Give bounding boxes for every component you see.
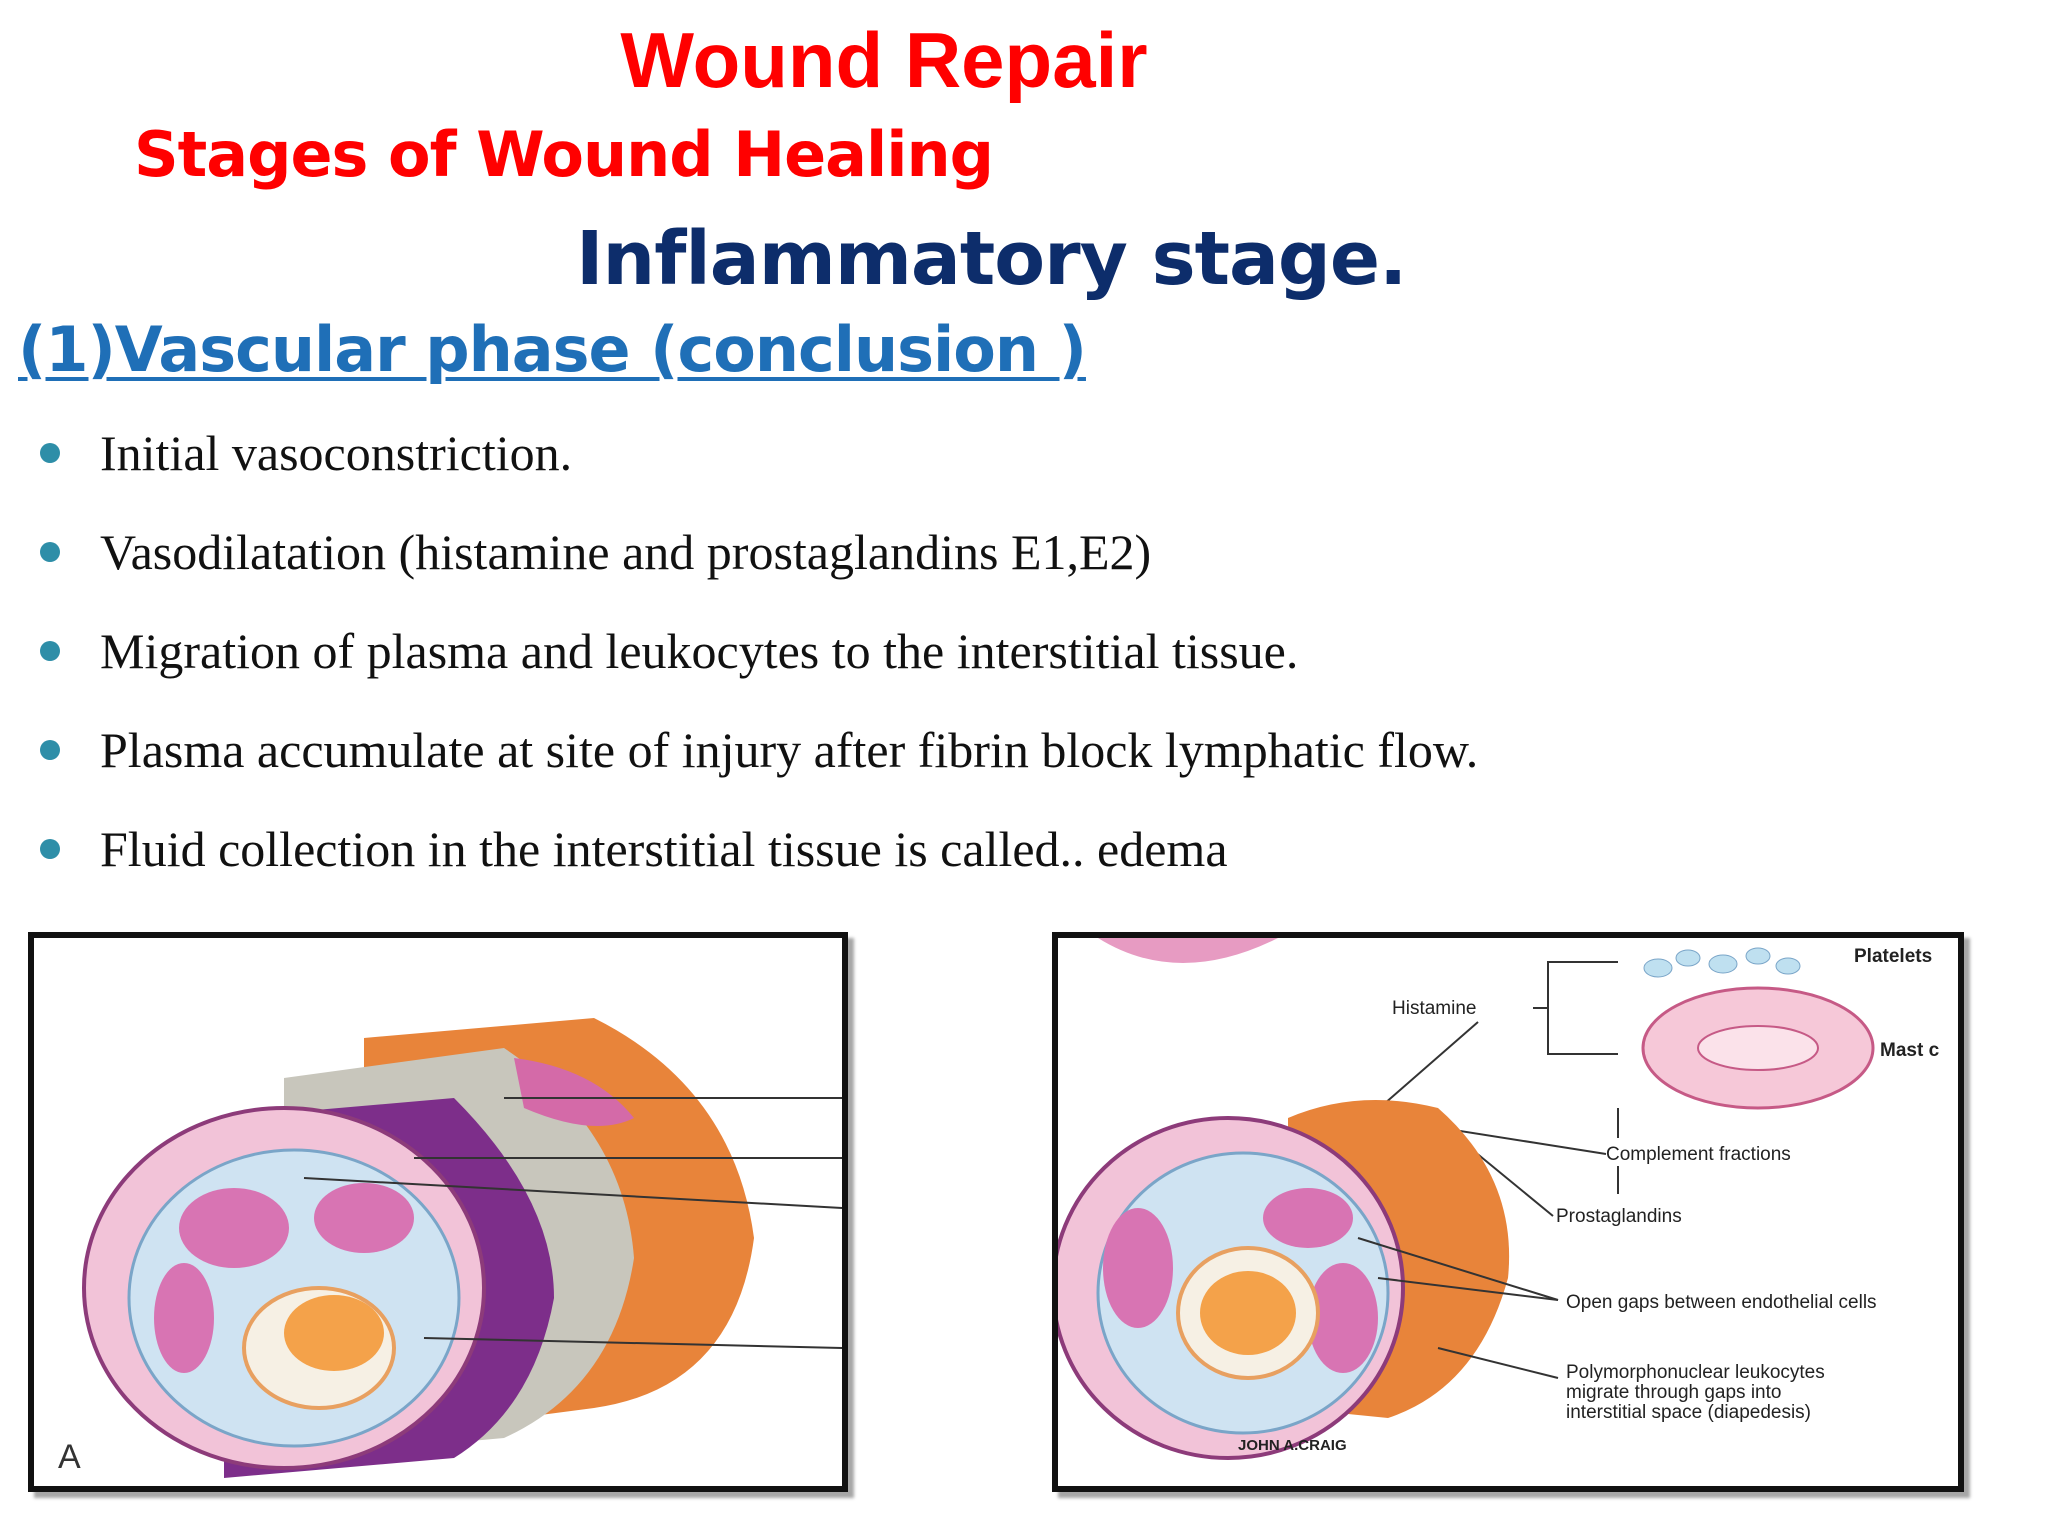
bullet-dot-icon xyxy=(40,443,60,463)
pointer-line xyxy=(1437,1347,1559,1379)
label-pmn-line-1: Polymorphonuclear leukocytes xyxy=(1566,1362,1825,1383)
bullet-text: Fluid collection in the interstitial tis… xyxy=(100,821,1228,877)
label-mast-cell: Mast c xyxy=(1880,1040,1940,1061)
panel-letter: A xyxy=(58,1438,81,1476)
pointer-line xyxy=(1357,1237,1559,1301)
inflammation-diagram: Platelets Mast c Histamine Complement fr… xyxy=(1058,938,1940,1460)
cell-nucleus xyxy=(1308,1263,1378,1373)
label-prostaglandins: Prostaglandins xyxy=(1556,1206,1682,1227)
tissue-patch xyxy=(514,1058,634,1126)
platelet-icon xyxy=(1643,958,1673,978)
label-complement: Complement fractions xyxy=(1606,1144,1791,1165)
partial-vessel xyxy=(1098,938,1278,963)
vessel-cross-section-illustration: A xyxy=(58,1018,842,1478)
cell-nucleus xyxy=(1263,1188,1353,1248)
figure-b-panel: Platelets Mast c Histamine Complement fr… xyxy=(1052,932,1964,1492)
bullet-dot-icon xyxy=(40,542,60,562)
label-pmn-line-2: migrate through gaps into xyxy=(1566,1382,1781,1403)
pointer-line xyxy=(303,1177,842,1209)
bullet-text: Initial vasoconstriction. xyxy=(100,425,573,481)
platelet-icon xyxy=(1745,947,1771,965)
label-open-gaps: Open gaps between endothelial cells xyxy=(1566,1292,1877,1313)
bullet-dot-icon xyxy=(40,641,60,661)
slide-subtitle: Stages of Wound Healing xyxy=(134,118,994,191)
label-pmn-line-3: interstitial space (diapedesis) xyxy=(1566,1402,1811,1423)
bullet-text: Vasodilatation (histamine and prostaglan… xyxy=(100,524,1152,580)
cell-nucleus xyxy=(1103,1208,1173,1328)
stage-heading: Inflammatory stage. xyxy=(576,216,1407,302)
phase-heading: (1)Vascular phase (conclusion ) xyxy=(18,313,1087,386)
cell-nucleus xyxy=(179,1188,289,1268)
cell-nucleus xyxy=(314,1183,414,1253)
pointer-line xyxy=(423,1337,842,1349)
bullet-text: Migration of plasma and leukocytes to th… xyxy=(100,623,1299,679)
bullet-text: Plasma accumulate at site of injury afte… xyxy=(100,722,1479,778)
bullet-dot-icon xyxy=(40,839,60,859)
platelet-icon xyxy=(1675,949,1701,967)
bullet-dot-icon xyxy=(40,740,60,760)
mast-cell-nucleus xyxy=(1697,1025,1819,1071)
red-blood-cell-center xyxy=(1200,1271,1296,1355)
platelet-icon xyxy=(1775,957,1801,975)
label-platelets: Platelets xyxy=(1854,946,1932,967)
bracket-line xyxy=(1533,961,1618,1009)
bracket-line xyxy=(1547,1008,1618,1055)
platelet-icon xyxy=(1708,954,1738,974)
label-histamine: Histamine xyxy=(1392,998,1476,1019)
pointer-line xyxy=(1377,1277,1559,1301)
slide-title: Wound Repair xyxy=(620,16,1148,104)
cell-nucleus xyxy=(154,1263,214,1373)
red-blood-cell-center xyxy=(284,1295,384,1371)
artist-signature: JOHN A.CRAIG xyxy=(1238,1437,1347,1454)
figure-a-panel: A xyxy=(28,932,848,1492)
